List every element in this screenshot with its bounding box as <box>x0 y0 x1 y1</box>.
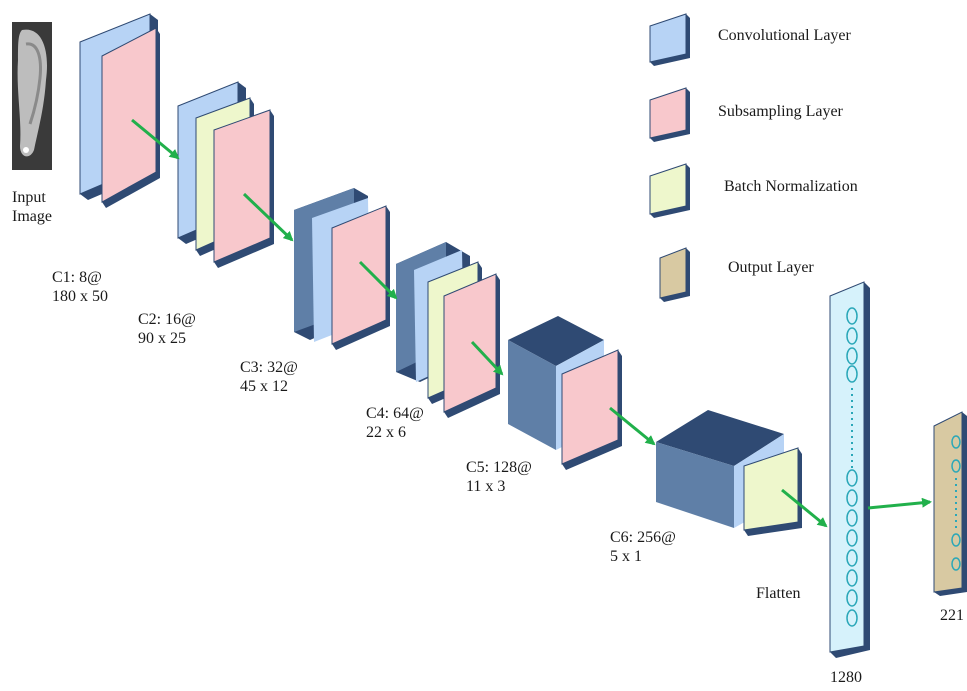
input-image-label: Input Image <box>12 188 52 226</box>
layer-c4-size: 22 x 6 <box>366 423 424 442</box>
layer-c6-filters: C6: 256@ <box>610 528 676 547</box>
layer-c6-label: C6: 256@ 5 x 1 <box>610 528 676 566</box>
layer-c3-filters: C3: 32@ <box>240 358 298 377</box>
layer-c5-filters: C5: 128@ <box>466 458 532 477</box>
layer-c4-block <box>396 242 500 418</box>
legend-subsampling-label: Subsampling Layer <box>718 102 843 121</box>
input-label-line2: Image <box>12 207 52 226</box>
layer-c4-label: C4: 64@ 22 x 6 <box>366 404 424 442</box>
layer-c1-label: C1: 8@ 180 x 50 <box>52 268 108 306</box>
input-label-line1: Input <box>12 188 52 207</box>
legend-batchnorm-label: Batch Normalization <box>724 177 858 196</box>
layer-c5-label: C5: 128@ 11 x 3 <box>466 458 532 496</box>
output-vector <box>934 412 967 596</box>
layer-c4-filters: C4: 64@ <box>366 404 424 423</box>
legend-batchnorm-swatch <box>650 164 690 218</box>
layer-c2-label: C2: 16@ 90 x 25 <box>138 310 196 348</box>
legend-conv-swatch <box>650 14 690 66</box>
layer-c6-size: 5 x 1 <box>610 547 676 566</box>
layer-c3-label: C3: 32@ 45 x 12 <box>240 358 298 396</box>
layer-c2-block <box>178 82 274 268</box>
flatten-vector <box>830 282 870 658</box>
layer-c1-filters: C1: 8@ <box>52 268 108 287</box>
flatten-size-label: 1280 <box>830 668 862 687</box>
layer-c1-block <box>80 14 160 208</box>
layer-c3-block <box>294 188 390 350</box>
layer-c1-size: 180 x 50 <box>52 287 108 306</box>
layer-c5-block <box>508 316 622 470</box>
legend-subsampling-swatch <box>650 88 690 142</box>
layer-c2-size: 90 x 25 <box>138 329 196 348</box>
legend-conv-label: Convolutional Layer <box>718 26 851 45</box>
layer-c3-size: 45 x 12 <box>240 377 298 396</box>
flatten-label: Flatten <box>756 584 800 603</box>
output-size-label: 221 <box>940 606 964 625</box>
legend-output-label: Output Layer <box>728 258 814 277</box>
arrow-flatten-output <box>868 502 930 508</box>
legend-output-swatch <box>660 248 690 302</box>
input-ear-image <box>12 22 52 170</box>
legend-swatches <box>650 14 690 302</box>
layer-c5-size: 11 x 3 <box>466 477 532 496</box>
layer-c6-block <box>656 410 802 536</box>
layer-c2-filters: C2: 16@ <box>138 310 196 329</box>
